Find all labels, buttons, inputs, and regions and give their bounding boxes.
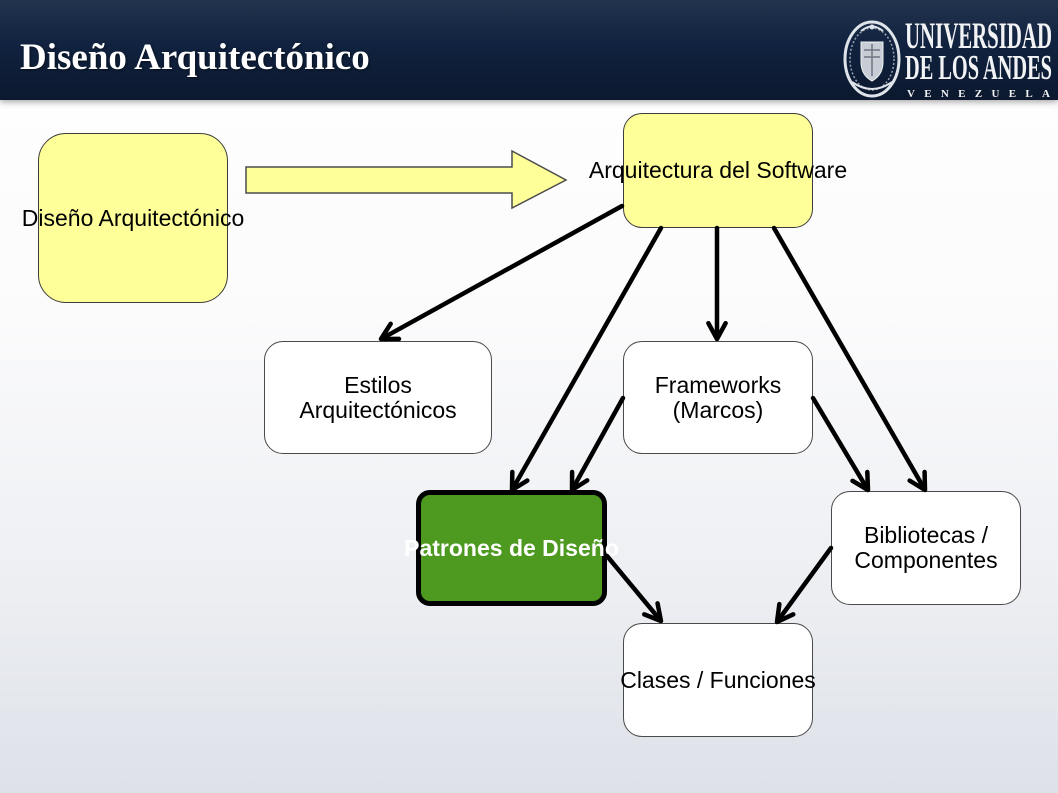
arrow-arquitectura-to-estilos-head (378, 321, 402, 342)
node-label-line: (Marcos) (672, 396, 764, 423)
arrow-arquitectura-to-patrones-head (509, 469, 530, 493)
arrow-arquitectura-to-estilos-line (380, 203, 625, 341)
arrow-arquitectura-to-frameworks (706, 225, 728, 342)
university-seal-icon (843, 20, 901, 98)
arrow-bibliotecas-to-clases-head (774, 601, 796, 625)
arrow-patrones-to-clases (604, 553, 664, 624)
node-label: Diseño Arquitectónico (21, 204, 245, 231)
university-logo: UNIVERSIDAD DE LOS ANDES VENEZUELA (843, 16, 1052, 100)
arrow-bibliotecas-to-clases (774, 545, 834, 625)
slide-title: Diseño Arquitectónico (20, 37, 370, 78)
logo-text-universidad: UNIVERSIDAD (905, 16, 1052, 57)
node-estilos-arquitectonicos: Estilos Arquitectónicos (264, 341, 492, 454)
arrow-bibliotecas-to-clases-line (775, 545, 834, 623)
node-label-stack: Frameworks (Marcos) (654, 371, 782, 423)
node-label-line: Frameworks (654, 371, 782, 398)
node-label: Clases / Funciones (620, 666, 816, 693)
arrow-frameworks-to-bibliotecas (810, 395, 871, 493)
node-label-line: Estilos (344, 371, 412, 398)
node-patrones-de-diseno: Patrones de Diseño (404, 490, 619, 606)
node-arquitectura-del-software: Arquitectura del Software (589, 113, 847, 228)
node-clases-funciones: Clases / Funciones (620, 623, 816, 737)
node-label-line: Bibliotecas / (863, 522, 988, 548)
slide-header: Diseño Arquitectónico UNIVERSIDAD DE LOS… (0, 0, 1058, 100)
node-label: Arquitectura del Software (588, 157, 848, 183)
node-label-stack: Bibliotecas / Componentes (854, 523, 997, 573)
arrow-arquitectura-to-bibliotecas-head (907, 469, 928, 493)
arrow-arquitectura-to-frameworks-head (706, 320, 728, 342)
arrow-frameworks-to-bibliotecas-head (850, 469, 871, 493)
node-label-line: Arquitectónicos (299, 396, 457, 423)
arrow-frameworks-to-patrones (569, 395, 626, 493)
node-label-line: Componentes (854, 547, 998, 573)
node-label-stack: Estilos Arquitectónicos (299, 371, 457, 423)
node-diseno-arquitectonico: Diseño Arquitectónico (22, 133, 244, 303)
node-frameworks: Frameworks (Marcos) (623, 341, 813, 454)
logo-text-de-los-andes: DE LOS ANDES (905, 48, 1052, 87)
arrow-patrones-to-clases-line (604, 553, 662, 622)
arrow-frameworks-to-bibliotecas-line (810, 395, 870, 491)
arrow-arquitectura-to-estilos (378, 203, 625, 342)
arrow-patrones-to-clases-head (642, 601, 664, 624)
logo-text-venezuela: VENEZUELA (907, 88, 1050, 100)
node-label: Patrones de Diseño (404, 534, 619, 561)
arrow-frameworks-to-patrones-line (570, 395, 626, 491)
node-bibliotecas-componentes: Bibliotecas / Componentes (831, 491, 1021, 605)
block-arrow-diseno-to-arquitectura (245, 149, 568, 210)
arrow-frameworks-to-patrones-head (569, 469, 590, 493)
